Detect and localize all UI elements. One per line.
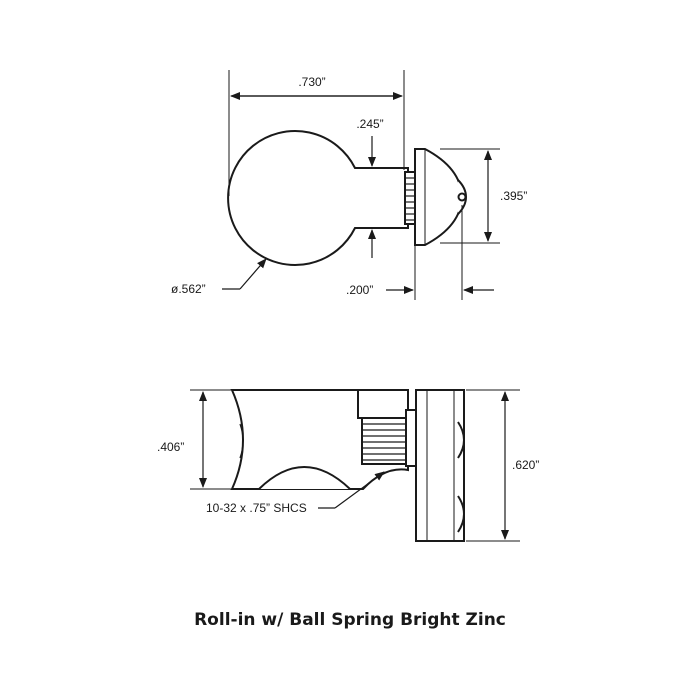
dim-ball-diameter: ø.562”: [171, 282, 206, 296]
thread-stub: [404, 171, 416, 225]
dim-overall-width: .730”: [298, 75, 325, 89]
screw-callout: 10-32 x .75” SHCS: [206, 501, 307, 515]
side-view: .406” .620” 10-32 x .75” SHCS: [157, 389, 539, 542]
dim-plate-height: .620”: [512, 458, 539, 472]
figure-caption: Roll-in w/ Ball Spring Bright Zinc: [194, 610, 506, 630]
ball-outline: [227, 130, 409, 266]
screw-thread: [361, 417, 407, 465]
dim-neck-height: .245”: [356, 117, 383, 131]
dim-cap-height: .395”: [500, 189, 527, 203]
dim-cap-depth: .200”: [346, 283, 373, 297]
cap-shape: [414, 148, 468, 246]
top-view: .730” .245” .395” ø.562” .200”: [171, 70, 527, 300]
mounting-plate: [415, 389, 465, 542]
dim-body-height: .406”: [157, 440, 184, 454]
screw-head: [357, 389, 409, 419]
